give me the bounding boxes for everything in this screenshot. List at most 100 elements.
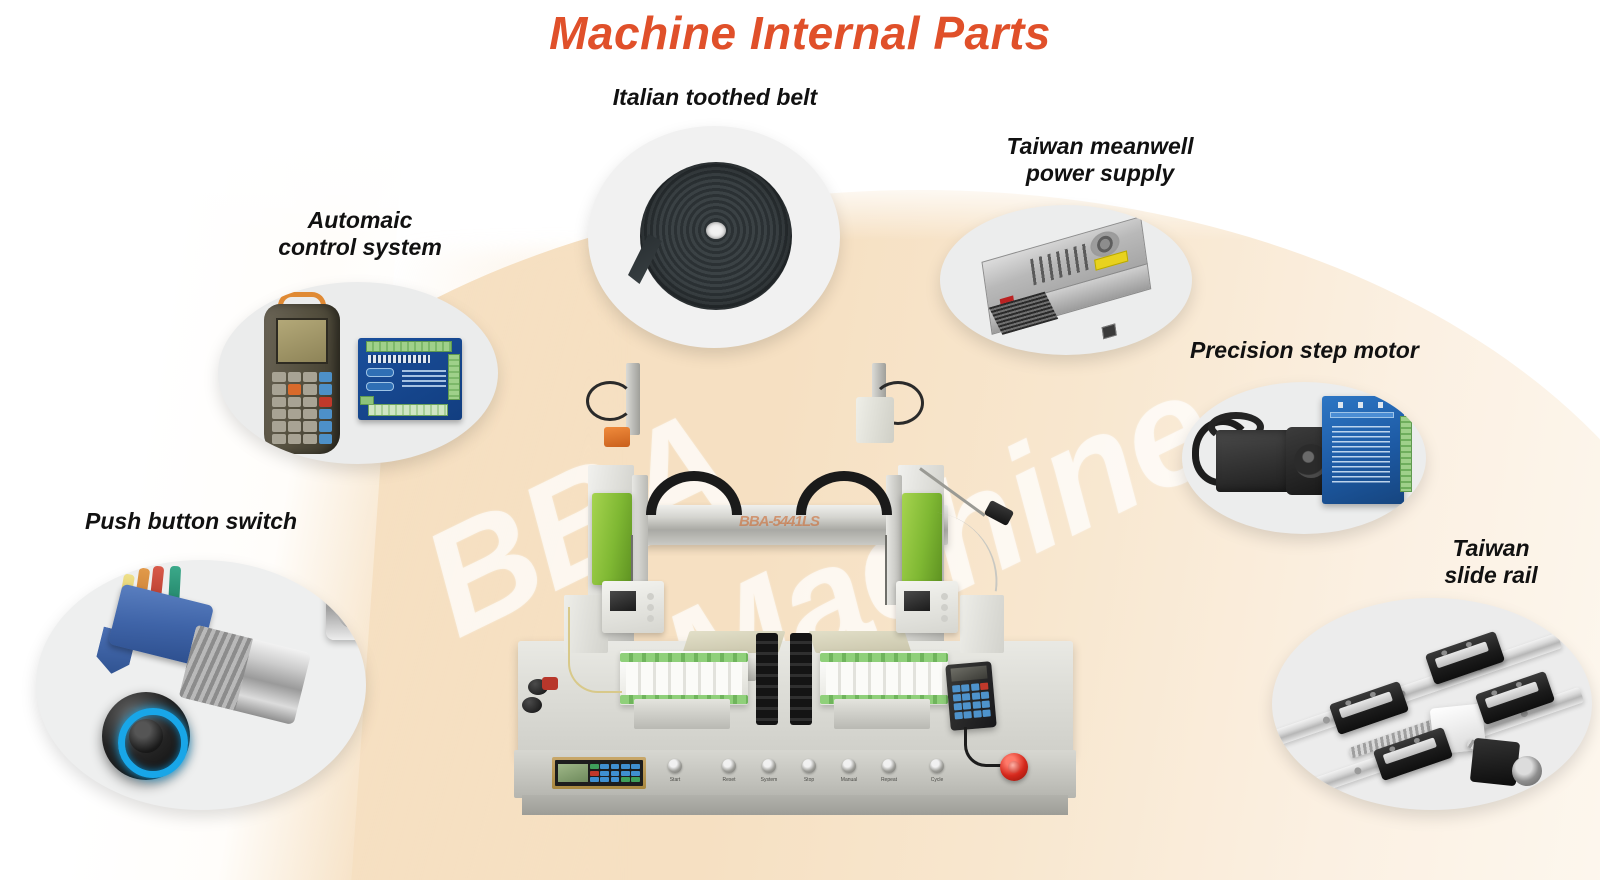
- driver-title-bar: [1330, 412, 1394, 418]
- hmi-lcd-screen: [558, 764, 588, 782]
- soldering-robot-machine: BBA-5441LS: [500, 345, 1100, 825]
- machine-button-label-system: System: [760, 777, 778, 783]
- machine-solder-needle-right: [885, 535, 887, 605]
- teach-pendant-and-control-board-icon: [218, 282, 498, 464]
- belt-coil-hole: [706, 222, 726, 240]
- machine-orange-solenoid: [604, 427, 630, 447]
- callout-label-belt: Italian toothed belt: [612, 84, 818, 110]
- teach-pendant-icon: [264, 304, 340, 454]
- pendant-keypad: [272, 372, 332, 444]
- machine-cable-hose-left: [646, 471, 742, 515]
- ballscrew-end-block: [1469, 737, 1521, 787]
- callout-bubble-step-motor: [1182, 382, 1426, 534]
- control-board-icon: [358, 338, 462, 420]
- black-led-button-icon: [102, 692, 190, 780]
- machine-pallet-slide-left: [634, 699, 730, 729]
- page-title: Machine Internal Parts: [549, 7, 1051, 59]
- machine-table-rail-right: [808, 631, 912, 653]
- machine-pcb-pallet-right: [820, 651, 948, 705]
- pallet-clamp-top-right: [820, 653, 948, 662]
- machine-hmi-keypad-panel[interactable]: [552, 757, 646, 789]
- board-db9-port-1: [366, 368, 394, 377]
- board-terminal-top: [366, 341, 452, 352]
- callout-bubble-slide-rail: [1272, 598, 1592, 810]
- machine-handheld-pendant[interactable]: [945, 661, 997, 731]
- machine-wire-loop-left: [586, 381, 634, 421]
- callout-label-push-button: Push button switch: [85, 508, 298, 534]
- machine-emergency-stop-button[interactable]: [1000, 753, 1028, 781]
- machine-pendant-cord: [964, 727, 1010, 767]
- machine-beam-brand: BBA-5441LS: [738, 513, 820, 530]
- board-terminal-bottom: [368, 404, 448, 416]
- machine-control-box-right: [896, 581, 958, 633]
- machine-button-reset[interactable]: [722, 759, 736, 773]
- psu-body: [981, 216, 1152, 344]
- pallet-clamp-top-left: [620, 653, 748, 662]
- callout-label-control-system: Automaic control system: [278, 207, 442, 261]
- stepper-motor-and-driver-icon: [1182, 382, 1426, 534]
- machine-right-arm-wire: [927, 512, 1007, 592]
- switching-power-supply-icon: [940, 205, 1192, 355]
- machine-drag-chain-right: [790, 633, 812, 725]
- hmi-key-grid[interactable]: [590, 764, 640, 782]
- machine-green-head-left: [592, 493, 632, 585]
- machine-button-label-stop: Stop: [803, 777, 815, 783]
- callout-bubble-push-button: [36, 560, 366, 810]
- machine-knob-2[interactable]: [522, 697, 542, 713]
- machine-button-stop[interactable]: [802, 759, 816, 773]
- belt-coil-body: [640, 162, 792, 310]
- machine-button-cycle[interactable]: [930, 759, 944, 773]
- machine-button-label-manual: Manual: [840, 777, 858, 783]
- pendant-screen: [276, 318, 328, 364]
- machine-solder-needle-left: [631, 535, 633, 605]
- callout-bubble-power-supply: [940, 205, 1192, 355]
- machine-red-fitting: [542, 677, 558, 690]
- toothed-belt-coil-icon: [588, 126, 840, 348]
- board-green-connector: [360, 396, 374, 405]
- callout-label-step-motor: Precision step motor: [1190, 337, 1419, 363]
- board-terminal-right: [448, 354, 460, 400]
- machine-green-head-right: [902, 493, 942, 585]
- rail-carriage-1: [1328, 680, 1410, 736]
- machine-fixture-stand-right: [960, 595, 1004, 653]
- psu-vent-slots: [1030, 242, 1092, 286]
- linear-guide-rail-and-ballscrew-icon: [1272, 598, 1592, 810]
- machine-button-manual[interactable]: [842, 759, 856, 773]
- motor-housing: [1216, 430, 1294, 492]
- handheld-pendant-screen: [950, 665, 988, 682]
- driver-terminal-block: [1400, 416, 1412, 492]
- machine-drag-chain-left: [756, 633, 778, 725]
- machine-button-repeat[interactable]: [882, 759, 896, 773]
- metal-push-button-switch-icon: [36, 560, 366, 810]
- machine-button-label-repeat: Repeat: [880, 777, 898, 783]
- machine-button-label-cycle: Cycle: [930, 777, 944, 783]
- ballscrew-coupling: [1512, 756, 1542, 786]
- machine-right-arm-gripper: [983, 499, 1015, 527]
- switch-button-head: [326, 560, 366, 640]
- machine-flux-tank-right: [856, 397, 894, 443]
- machine-wire-loop-right: [872, 381, 924, 425]
- switch-metal-barrel: [178, 624, 312, 726]
- servo-driver-icon: [1322, 396, 1412, 504]
- driver-dip-table: [1332, 426, 1390, 486]
- board-pin-header: [368, 355, 430, 363]
- motor-cable-loop-2: [1208, 412, 1264, 442]
- machine-button-label-reset: Reset: [722, 777, 736, 783]
- handheld-pendant-keypad[interactable]: [952, 682, 991, 720]
- pendant-handle: [278, 292, 326, 312]
- machine-z-rail-left: [632, 475, 648, 605]
- machine-yellow-tube: [568, 607, 622, 693]
- machine-pallet-slide-right: [834, 699, 930, 729]
- machine-cable-hose-right: [796, 471, 892, 515]
- callout-label-slide-rail: Taiwan slide rail: [1444, 535, 1538, 589]
- machine-button-start[interactable]: [668, 759, 682, 773]
- machine-base-skirt: [522, 795, 1068, 815]
- machine-pcb-pallet-left: [620, 651, 748, 705]
- machine-button-system[interactable]: [762, 759, 776, 773]
- driver-led-row: [1338, 402, 1388, 408]
- callout-bubble-belt: [588, 126, 840, 348]
- machine-button-label-start: Start: [669, 777, 681, 783]
- hmi-panel-inner: [555, 760, 643, 786]
- board-db9-port-2: [366, 382, 394, 391]
